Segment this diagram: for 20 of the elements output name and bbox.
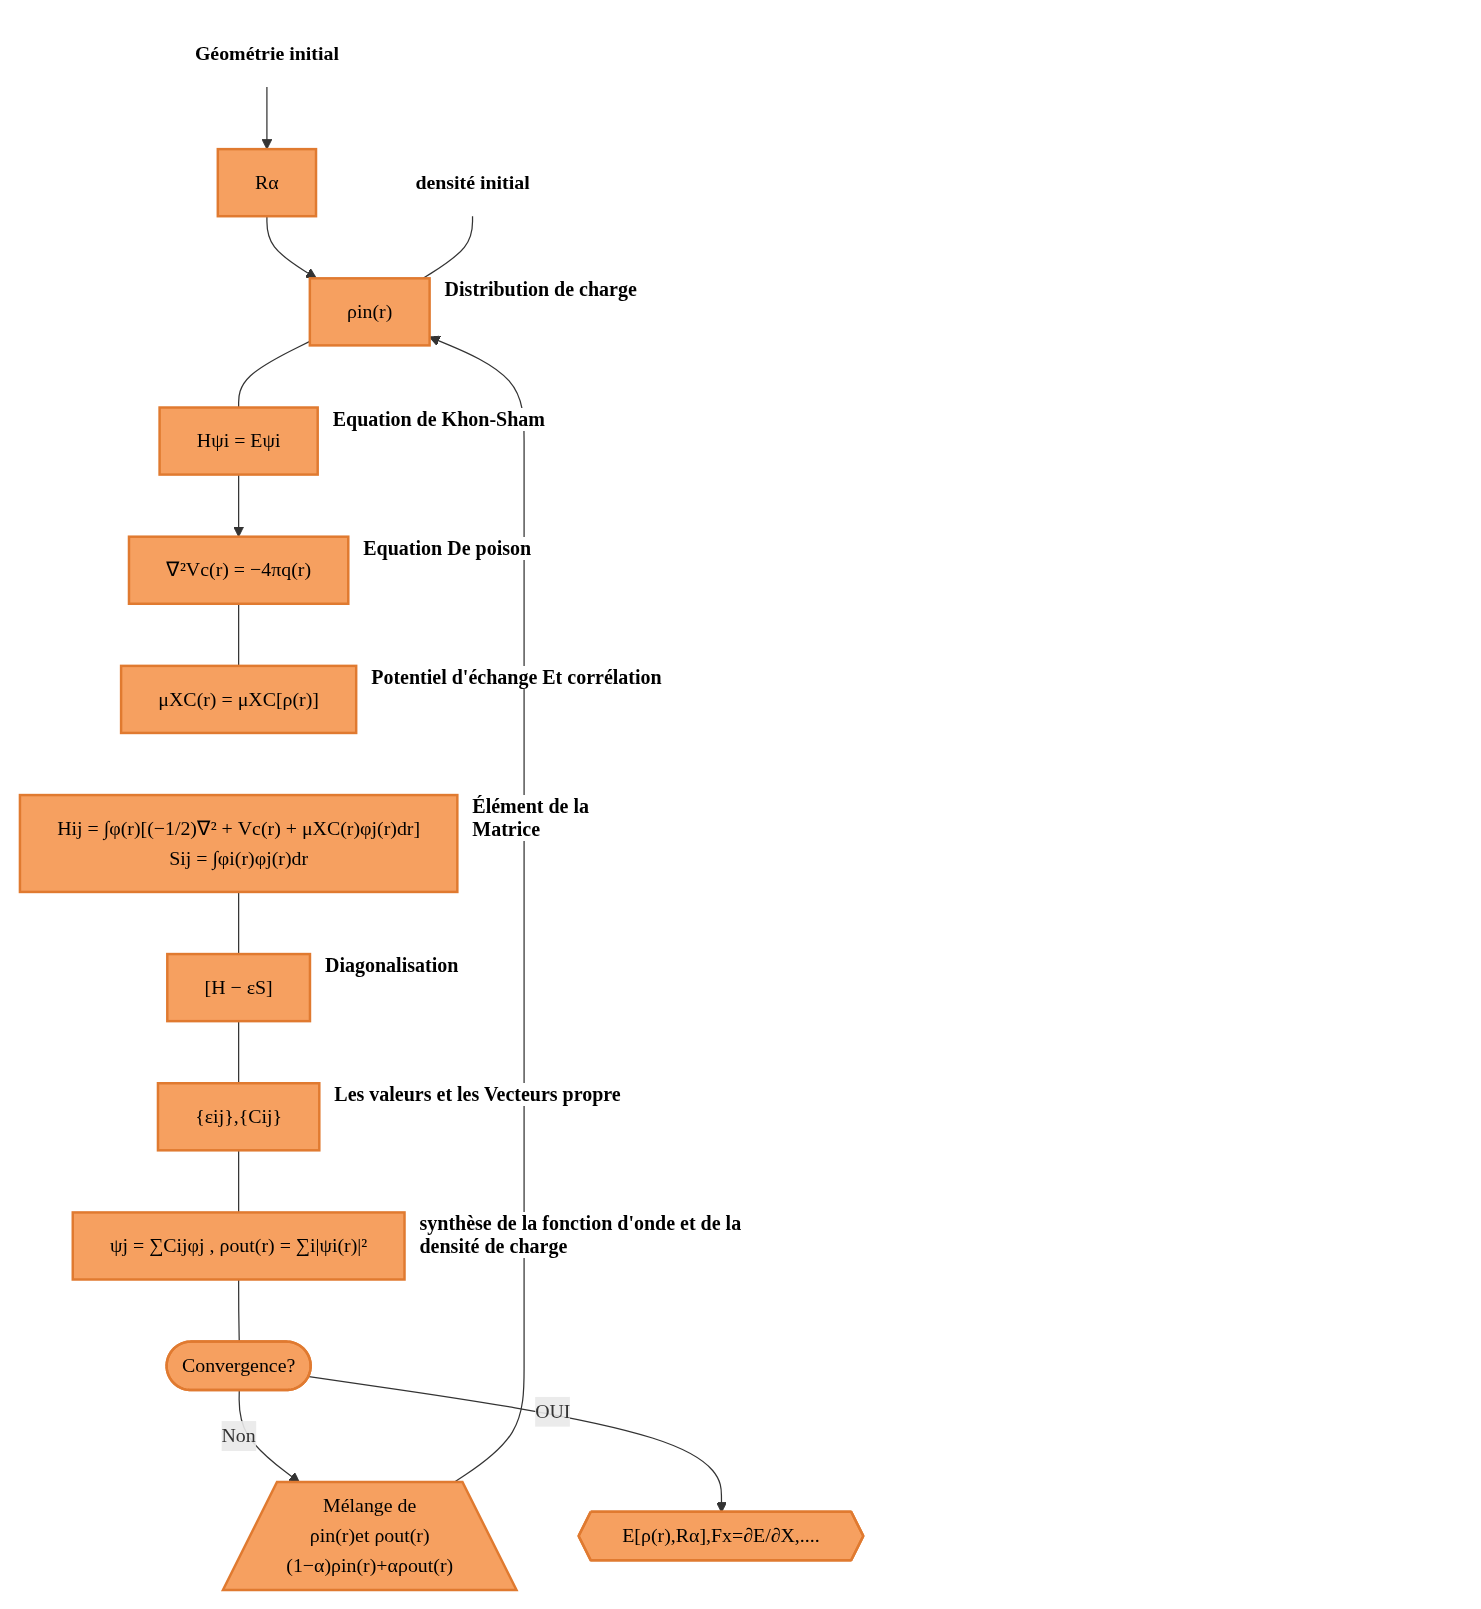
side-label: Distribution de charge <box>441 278 640 302</box>
arrow <box>261 86 273 150</box>
side-label: Les valeurs et les Vecteurs propre <box>331 1083 624 1107</box>
connector <box>422 215 474 279</box>
node-box: [H − εS] <box>166 952 312 1023</box>
node-box: ∇²Vc(r) = −4πq(r) <box>127 535 350 605</box>
node-box: μXC(r) = μXC[ρ(r)] <box>119 664 358 735</box>
node-box: Hij = ∫φ(r)[(−1/2)∇² + Vc(r) + μXC(r)φj(r)dr] Sij = ∫φi(r)φj(r)dr <box>18 793 459 894</box>
node-box: {εij},{Cij} <box>156 1082 321 1152</box>
side-label: Élément de la <box>469 795 592 819</box>
node-text: densité initial <box>415 171 530 193</box>
side-label: Potentiel d'échange Et corrélation <box>368 665 665 689</box>
node-text: Géométrie initial <box>194 42 339 64</box>
connector <box>238 891 240 955</box>
node-box: ρin(r) <box>308 277 431 347</box>
node-box: ψj = ∑Cijφj , ρout(r) = ∑i|ψi(r)|² <box>71 1211 406 1281</box>
node-box: Hψi = Eψi <box>158 406 319 476</box>
edge-label: Non <box>221 1424 256 1446</box>
edge-label: OUI <box>535 1400 571 1422</box>
node-box: Rα <box>216 147 318 218</box>
